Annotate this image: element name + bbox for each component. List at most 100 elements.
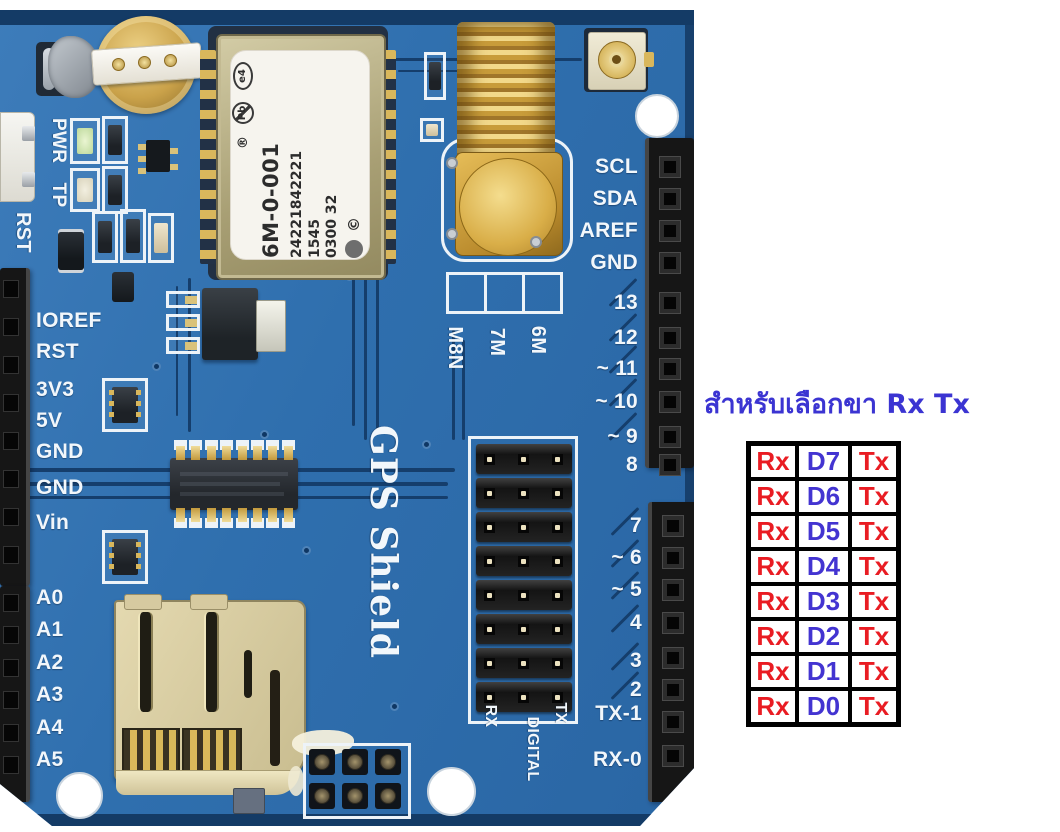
pin-label-digital: ~ 5 xyxy=(611,578,642,601)
tp-resistor xyxy=(102,166,128,214)
sd-contacts xyxy=(122,728,180,774)
jumper-column-label: TX xyxy=(552,702,569,724)
rxtx-cell: Tx xyxy=(852,691,896,722)
strap-contact xyxy=(164,54,177,67)
capacitor xyxy=(148,213,174,263)
soic-pin xyxy=(206,508,216,522)
header-socket xyxy=(3,659,19,677)
mounting-hole xyxy=(56,772,103,819)
regulator-pad xyxy=(166,314,200,331)
tp-led xyxy=(70,168,100,212)
pin-label-digital: RX-0 xyxy=(592,748,642,771)
pwr-led xyxy=(70,118,100,164)
strap-contact xyxy=(112,58,125,71)
sd-card-tab xyxy=(233,788,265,814)
soic-pad xyxy=(281,518,295,528)
soic-pin xyxy=(253,446,262,460)
rxtx-cell: Rx xyxy=(751,446,795,477)
sot23-ic xyxy=(138,130,178,182)
header-socket xyxy=(3,394,19,412)
rxtx-cell: Rx xyxy=(751,481,795,512)
soic-pad xyxy=(235,518,249,528)
pin-cell: D6 xyxy=(799,481,848,512)
sd-socket-tab xyxy=(190,594,228,610)
header-socket xyxy=(659,188,681,210)
pin-label-power: GND xyxy=(36,440,84,463)
sd-bottom-lip xyxy=(116,770,300,795)
header-socket xyxy=(3,546,19,564)
pin-label-analog: A5 xyxy=(36,748,64,771)
solder-splash xyxy=(288,766,304,796)
icsp-pin xyxy=(380,754,396,770)
jumper-row xyxy=(476,512,572,542)
pin-label-digital: GND xyxy=(590,251,638,274)
rxtx-cell: Tx xyxy=(852,446,896,477)
pin-cell: D7 xyxy=(799,446,848,477)
jumper-column-label: DIGITAL xyxy=(524,716,541,782)
resistor-network xyxy=(102,378,148,432)
ufl-tab xyxy=(644,52,654,67)
strap-contact xyxy=(138,56,151,69)
via xyxy=(302,546,311,555)
jumper-pin xyxy=(552,692,563,703)
jumper-pin xyxy=(552,556,563,567)
screw xyxy=(446,157,458,169)
header-socket xyxy=(3,356,19,374)
rxtx-cell: Tx xyxy=(852,656,896,687)
header-socket xyxy=(3,626,19,644)
via xyxy=(260,430,269,439)
jumper-header-silkscreen xyxy=(468,436,578,724)
rxtx-cell: Tx xyxy=(852,551,896,582)
module-option-label: 7M xyxy=(486,327,508,357)
header-socket xyxy=(3,691,19,709)
jumper-pin xyxy=(484,590,495,601)
soic-pad xyxy=(266,518,280,528)
power-header-left xyxy=(0,268,30,586)
reset-label: RST xyxy=(12,212,34,253)
soic-pad xyxy=(251,518,264,528)
pin-label-analog: A3 xyxy=(36,683,64,706)
regulator-pad xyxy=(166,337,200,354)
soic-marking xyxy=(180,492,284,496)
soic-pad xyxy=(266,440,280,450)
resistor xyxy=(120,209,146,263)
jumper-row xyxy=(476,580,572,610)
header-socket xyxy=(3,470,19,488)
pin-label-power: IOREF xyxy=(36,309,102,332)
pin-cell: D5 xyxy=(799,516,848,547)
pin-label-digital: 4 xyxy=(630,611,642,634)
module-option-box xyxy=(446,272,487,314)
jumper-pin xyxy=(484,556,495,567)
soic-marking xyxy=(180,482,280,486)
pin-label-analog: A4 xyxy=(36,716,64,739)
jumper-pin xyxy=(518,590,529,601)
header-socket xyxy=(659,391,681,413)
soic-pad xyxy=(220,440,234,450)
icsp-silkscreen xyxy=(303,743,411,819)
soic-pad xyxy=(204,518,218,528)
panel-title: สำหรับเลือกขา Rx Tx xyxy=(704,389,970,420)
pin-label-digital: TX-1 xyxy=(595,702,642,725)
module-date-code: 1545 xyxy=(307,219,323,258)
sd-slot-short xyxy=(244,650,252,698)
icsp-pin xyxy=(380,788,396,804)
gps-module-text: ® Pb e4 6M-0-001 24221842221 1545 0300 3… xyxy=(230,52,368,258)
header-socket xyxy=(3,432,19,450)
jumper-pin xyxy=(518,658,529,669)
pin-cell: D0 xyxy=(799,691,848,722)
copyright-mark: © xyxy=(344,217,363,232)
pin-cell: D4 xyxy=(799,551,848,582)
rxtx-cell: Tx xyxy=(852,586,896,617)
module-option-label: M8N xyxy=(444,326,466,370)
pin-label-digital: ~ 11 xyxy=(596,357,638,380)
soic-pad xyxy=(235,440,249,450)
pin-label-digital: AREF xyxy=(579,219,638,242)
via xyxy=(390,702,399,711)
module-option-box xyxy=(484,272,525,314)
header-socket xyxy=(3,508,19,526)
header-socket xyxy=(659,327,681,349)
label-dot xyxy=(345,240,363,258)
module-lot: 0300 32 xyxy=(324,194,340,258)
soic-pad xyxy=(174,518,187,528)
